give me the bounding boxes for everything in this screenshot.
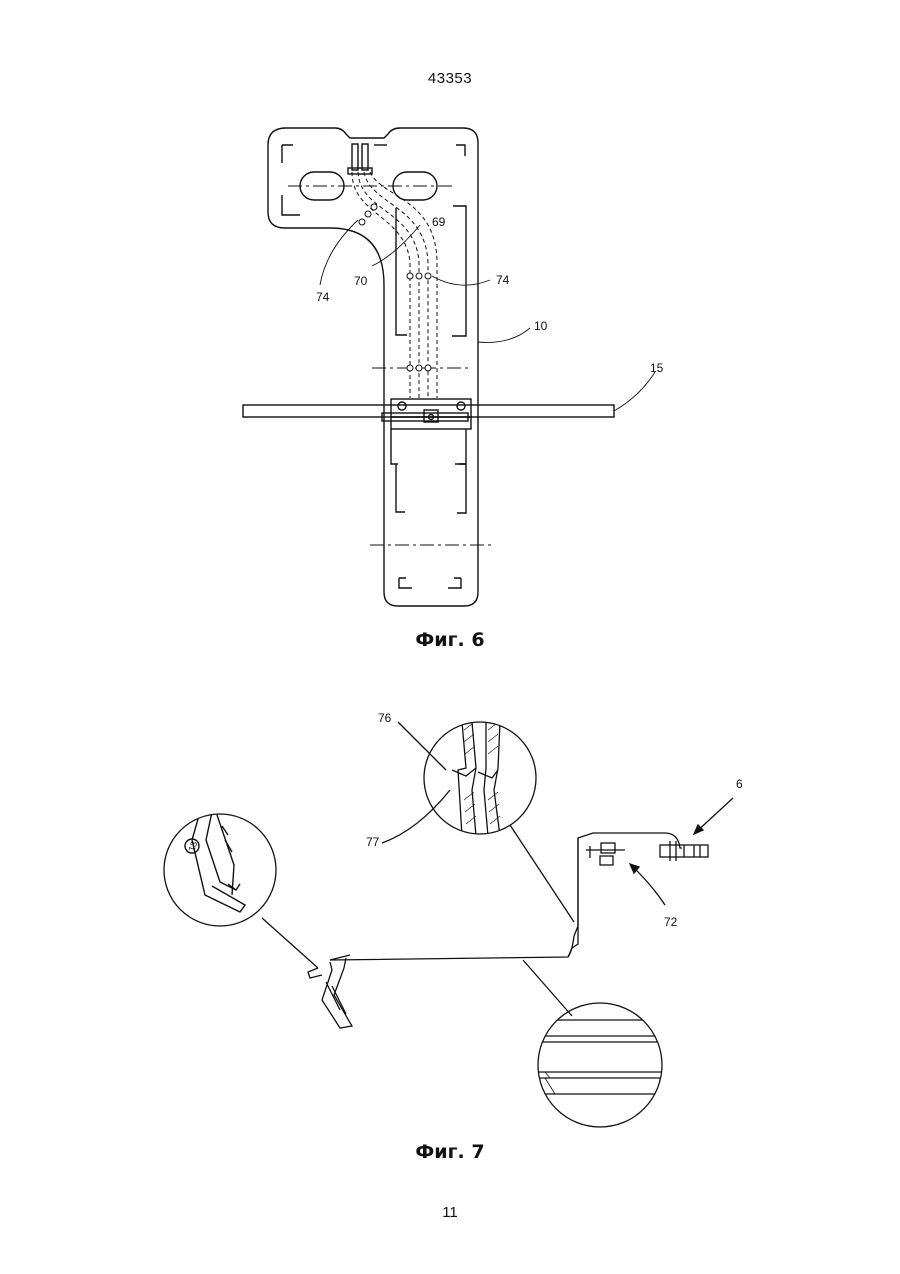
detail-circle-76-77 xyxy=(424,722,536,834)
label-69: 69 xyxy=(432,215,446,229)
label-77: 77 xyxy=(366,835,380,849)
figure-7-caption: Фиг. 7 xyxy=(0,1141,900,1163)
figure-6-caption: Фиг. 6 xyxy=(0,629,900,651)
detail-circle-bottom xyxy=(538,1003,662,1127)
document-number: 43353 xyxy=(0,70,900,87)
label-15: 15 xyxy=(650,361,664,375)
label-72: 72 xyxy=(664,915,678,929)
label-6: 6 xyxy=(736,777,743,791)
label-74-left: 74 xyxy=(316,290,330,304)
figure-7-drawing: 13 76 77 6 72 xyxy=(0,690,900,1130)
figure-6-drawing: 69 70 74 74 10 15 xyxy=(0,110,900,620)
label-70: 70 xyxy=(354,274,368,288)
label-76: 76 xyxy=(378,711,392,725)
detail-circle-13 xyxy=(164,814,276,926)
plate-outline xyxy=(268,128,478,606)
label-74-right: 74 xyxy=(496,273,510,287)
page-number: 11 xyxy=(0,1204,900,1221)
label-10: 10 xyxy=(534,319,548,333)
body-outline xyxy=(330,833,682,960)
